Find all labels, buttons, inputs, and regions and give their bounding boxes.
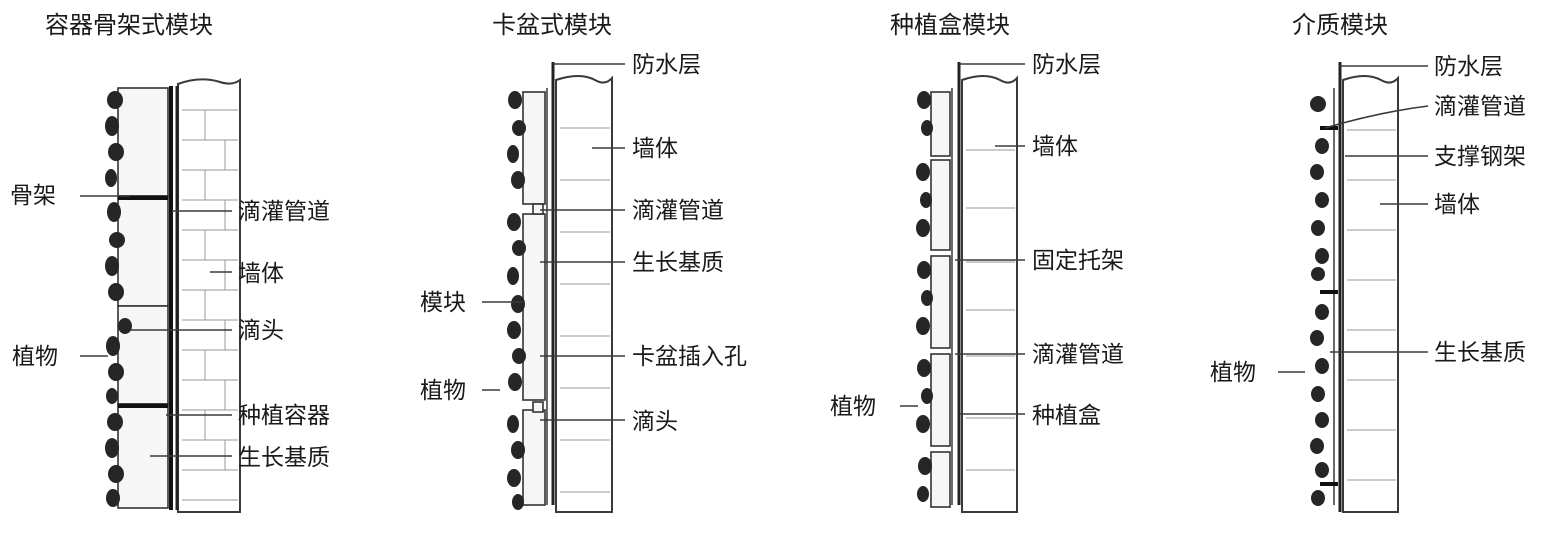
module-3-label-waterproof: 防水层 xyxy=(1032,52,1101,78)
module-2-label-waterproof: 防水层 xyxy=(632,52,701,78)
module-3-label-drip-pipe: 滴灌管道 xyxy=(1032,342,1124,368)
module-4-brick-pattern xyxy=(1347,129,1396,481)
module-2-dripper xyxy=(532,401,544,413)
module-4-label-drip-pipe: 滴灌管道 xyxy=(1434,94,1526,120)
module-3-label-planting-box: 种植盒 xyxy=(1032,403,1101,429)
module-1-wall xyxy=(177,78,241,513)
module-3-label-bracket: 固定托架 xyxy=(1032,248,1124,274)
module-1-brick-pattern xyxy=(182,109,238,501)
module-4-label-wall: 墙体 xyxy=(1434,192,1480,218)
module-2-pot xyxy=(522,409,546,506)
module-3-label-wall: 墙体 xyxy=(1032,134,1078,160)
module-1-label-plant: 植物 xyxy=(12,344,58,370)
module-4-label-waterproof: 防水层 xyxy=(1434,54,1503,80)
module-3-brick-pattern xyxy=(966,149,1015,471)
module-1-label-skeleton: 骨架 xyxy=(10,183,56,209)
module-2-label-substrate: 生长基质 xyxy=(632,250,724,276)
module-3-planting-box xyxy=(930,159,951,251)
module-1-label-container: 种植容器 xyxy=(238,403,330,429)
module-2-pot xyxy=(522,213,546,401)
module-1-container xyxy=(117,87,169,197)
module-3-title: 种植盒模块 xyxy=(890,11,1010,39)
module-3-plants xyxy=(916,91,933,502)
module-1-label-substrate: 生长基质 xyxy=(238,445,330,471)
module-3-planting-box xyxy=(930,451,951,508)
module-3-planting-box xyxy=(930,91,951,157)
module-2-label-plant: 植物 xyxy=(420,378,466,404)
module-1-plants xyxy=(105,91,132,507)
module-3-planting-box xyxy=(930,255,951,349)
module-planting-box: 种植盒模块 防水层 墙体 固定托架 xyxy=(830,11,1124,513)
module-2-title: 卡盆式模块 xyxy=(492,11,612,39)
module-1-label-wall: 墙体 xyxy=(238,261,284,287)
module-2-dripper xyxy=(532,203,544,215)
module-3-wall xyxy=(961,75,1018,513)
module-4-plants xyxy=(1310,96,1329,506)
module-container-frame: 容器骨架式模块 xyxy=(10,11,330,513)
module-2-wall xyxy=(555,75,613,513)
module-2-label-drip-pipe: 滴灌管道 xyxy=(632,198,724,224)
module-2-label-wall: 墙体 xyxy=(632,136,678,162)
module-2-pot xyxy=(522,91,546,205)
module-2-label-module: 模块 xyxy=(420,290,466,316)
module-4-label-plant: 植物 xyxy=(1210,360,1256,386)
module-2-label-dripper: 滴头 xyxy=(632,409,678,435)
module-1-label-drip-pipe: 滴灌管道 xyxy=(238,199,330,225)
module-4-label-substrate: 生长基质 xyxy=(1434,340,1526,366)
module-2-brick-pattern xyxy=(560,127,610,493)
module-1-label-dripper: 滴头 xyxy=(238,318,284,344)
module-4-leader xyxy=(1324,105,1429,129)
module-3-label-plant: 植物 xyxy=(830,394,876,420)
module-card-pot: 卡盆式模块 防水层 xyxy=(420,11,747,513)
module-2-plants xyxy=(507,91,526,510)
module-1-title: 容器骨架式模块 xyxy=(45,11,213,39)
module-substrate: 介质模块 防水层 滴灌管道 支撑钢架 墙 xyxy=(1210,11,1526,513)
module-2-label-pot-hole: 卡盆插入孔 xyxy=(632,344,747,370)
module-4-title: 介质模块 xyxy=(1292,11,1388,39)
module-4-label-support-steel: 支撑钢架 xyxy=(1434,144,1526,170)
module-4-wall xyxy=(1342,75,1399,513)
module-1-container xyxy=(117,195,169,307)
module-3-planting-box xyxy=(930,353,951,447)
